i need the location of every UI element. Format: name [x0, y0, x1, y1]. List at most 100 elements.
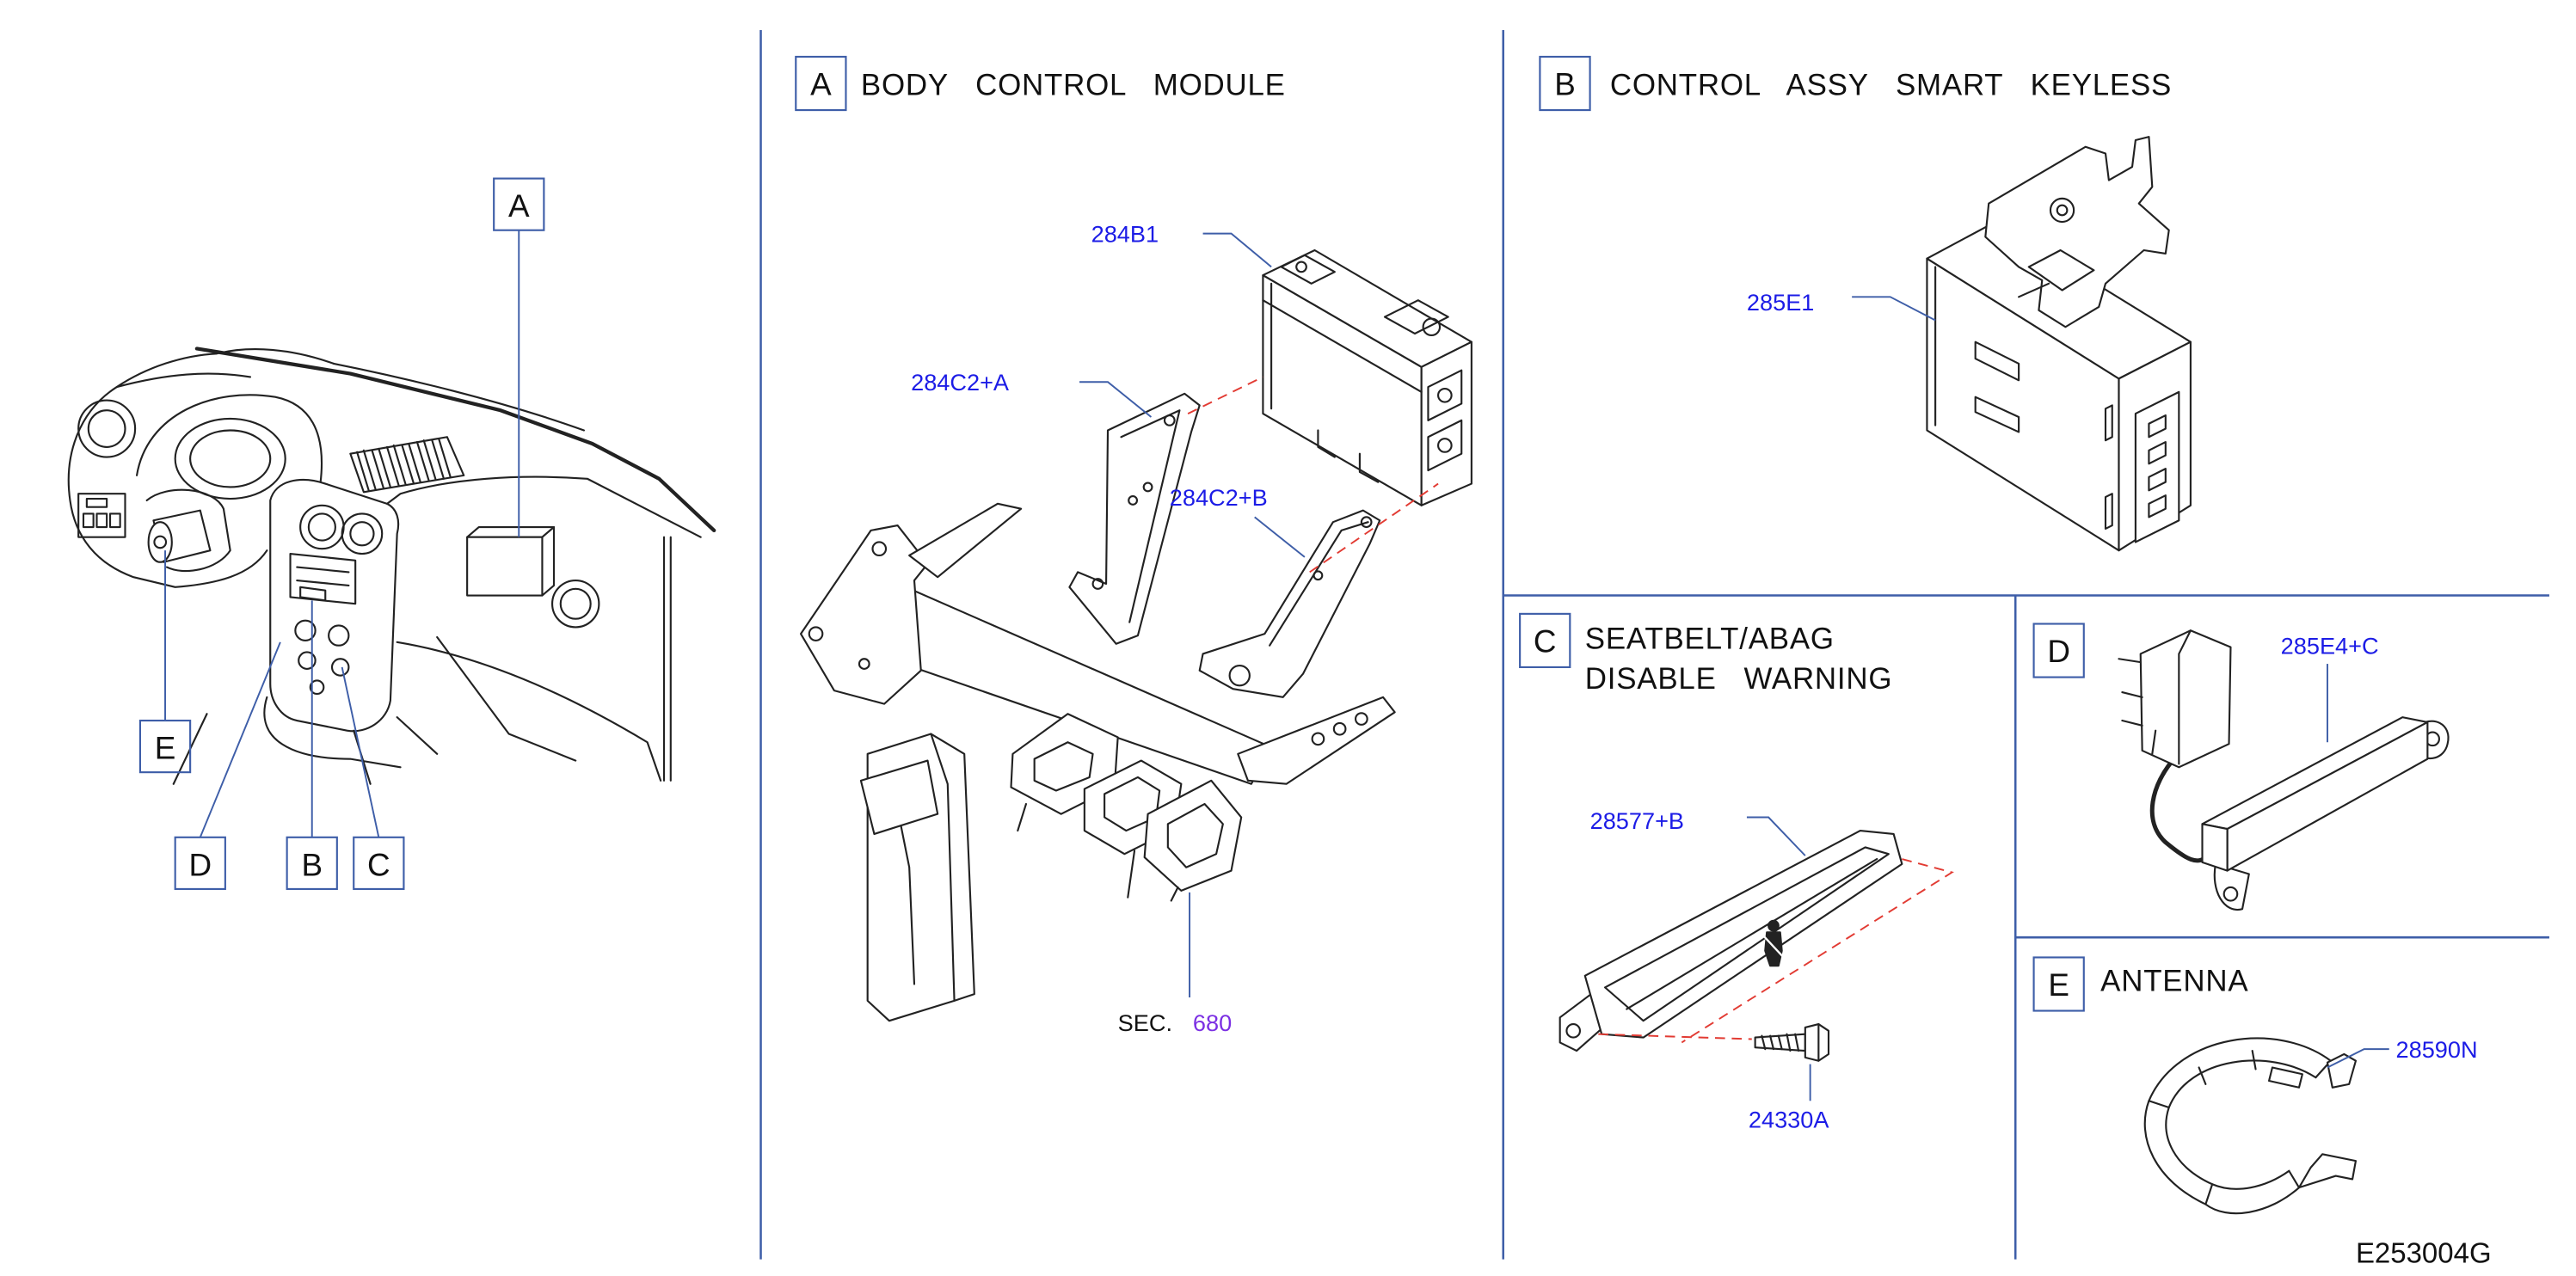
section-c-title-line1: SEATBELT/ABAG [1585, 623, 1835, 656]
center-stack [269, 479, 400, 733]
section-b-labels: 285E1 [1747, 289, 1936, 322]
antenna-cable [2149, 757, 2211, 863]
section-ref-prefix: SEC. [1118, 1009, 1172, 1036]
right-air-vent [550, 580, 600, 629]
antenna-285e4c-drawing [2118, 629, 2450, 911]
keyless-unit-connector [2134, 390, 2180, 543]
callout-b-letter: B [301, 847, 323, 882]
dashboard-overview-drawing [67, 347, 716, 785]
antenna-ring-tab [2297, 1153, 2358, 1189]
section-d-box [2032, 623, 2085, 678]
dashboard-outline [67, 348, 335, 588]
bolt-hole [1354, 712, 1368, 726]
section-e-title: ANTENNA [2100, 964, 2248, 997]
seatbelt-person-icon [1761, 919, 1786, 967]
bracket-284c2b-drawing [1198, 509, 1381, 698]
bolt-hole [1142, 482, 1153, 493]
part-label-284c2b: 284C2+B [1170, 484, 1268, 511]
instrument-cluster-hood [135, 394, 323, 485]
part-label-285e1: 285E1 [1747, 289, 1814, 316]
steering-member-end-plate [1237, 696, 1396, 785]
antenna-ring-tab [2326, 1052, 2358, 1089]
module-side-face [1420, 340, 1472, 506]
section-e-letter: E [2048, 967, 2069, 1003]
section-d-labels: 285E4+C [2281, 632, 2379, 743]
callout-a-box [493, 177, 545, 231]
keyless-unit-bracket [1984, 136, 2170, 328]
section-a-header: A BODY CONTROL MODULE [795, 55, 1286, 112]
section-ref-number: 680 [1193, 1009, 1232, 1036]
callout-e-letter: E [155, 731, 176, 766]
callout-c-box [353, 836, 405, 891]
callout-e-box [138, 719, 192, 774]
screw-head [1804, 1022, 1830, 1062]
leader-285e1 [1852, 296, 1936, 322]
antenna-ring-28590n-drawing [2143, 1037, 2358, 1215]
steering-member-bracket [1143, 779, 1243, 892]
control-knob [330, 658, 350, 677]
section-a-letter: A [810, 67, 832, 102]
control-knob [328, 624, 350, 647]
keyless-unit-slot [1974, 396, 2020, 433]
callout-c-leader [341, 666, 380, 838]
warning-lamp-bezel [1603, 846, 1890, 1022]
section-c-header: C SEATBELT/ABAG DISABLE WARNING [1519, 612, 1892, 696]
left-air-vent [77, 399, 137, 458]
bolt-hole [1332, 721, 1347, 736]
assembly-guide-line [1681, 858, 1954, 1044]
section-d-header: D [2032, 623, 2085, 678]
module-connector [1383, 299, 1449, 335]
bolt-hole [1311, 732, 1325, 746]
smart-keyless-control-assy-drawing [1926, 136, 2192, 552]
bracket-284c2a-drawing [1068, 392, 1201, 645]
module-socket [1427, 419, 1463, 472]
bolt-hole [1228, 664, 1251, 687]
dashboard-top-edge [194, 347, 716, 533]
section-c-box [1519, 612, 1571, 669]
part-label-28590n: 28590N [2396, 1036, 2478, 1063]
callout-b-box [286, 836, 338, 891]
control-knob [294, 619, 317, 641]
section-b-header: B CONTROL ASSY SMART KEYLESS [1539, 55, 2171, 112]
screw-24330a-drawing [1754, 1022, 1830, 1062]
steering-column-shroud [145, 488, 231, 573]
instrument-cluster [174, 417, 286, 500]
switch-panel [77, 493, 126, 538]
control-knob [298, 651, 317, 670]
part-label-284c2a: 284C2+A [911, 369, 1010, 396]
antenna-ring-inner [2165, 1059, 2317, 1190]
bolt-hole [1360, 516, 1373, 529]
callout-d-leader [199, 641, 281, 838]
steering-member-side-plate [800, 524, 929, 705]
body-control-module-drawing [1262, 248, 1472, 506]
assembly-guide-line [1187, 376, 1263, 414]
seatbelt-abag-warning-lamp-drawing [1559, 829, 1903, 1052]
section-a-title: BODY CONTROL MODULE [861, 69, 1286, 102]
module-connector [1280, 254, 1336, 285]
bolt-hole [1091, 578, 1104, 590]
section-c-letter: C [1534, 623, 1557, 659]
section-c-labels: 28577+B 24330A [1590, 807, 1830, 1132]
section-a-box [795, 55, 847, 112]
section-e-header: E ANTENNA [2032, 956, 2248, 1012]
overview-callouts: A E D B C [138, 177, 545, 891]
control-knob [309, 679, 325, 696]
callout-d-box [174, 836, 226, 891]
section-a-labels: 284B1 284C2+A 284C2+B SEC. 680 [911, 220, 1306, 1036]
leader-284c2b [1254, 516, 1306, 558]
dashboard-rim [115, 362, 585, 432]
callout-a-letter: A [508, 188, 530, 224]
bolt-hole [1163, 414, 1176, 426]
part-label-24330a: 24330A [1749, 1106, 1829, 1132]
part-label-285e4c: 285E4+C [2281, 632, 2379, 659]
center-vent-right [341, 512, 384, 555]
leader-284b1 [1202, 232, 1272, 268]
section-d-letter: D [2047, 634, 2070, 669]
part-label-28577b: 28577+B [1590, 807, 1684, 834]
part-label-284b1: 284B1 [1091, 220, 1159, 247]
steering-member-drawing [800, 502, 1396, 1022]
bolt-hole [1128, 495, 1139, 506]
diagram-code: E253004G [2356, 1236, 2492, 1268]
section-b-box [1539, 55, 1591, 112]
